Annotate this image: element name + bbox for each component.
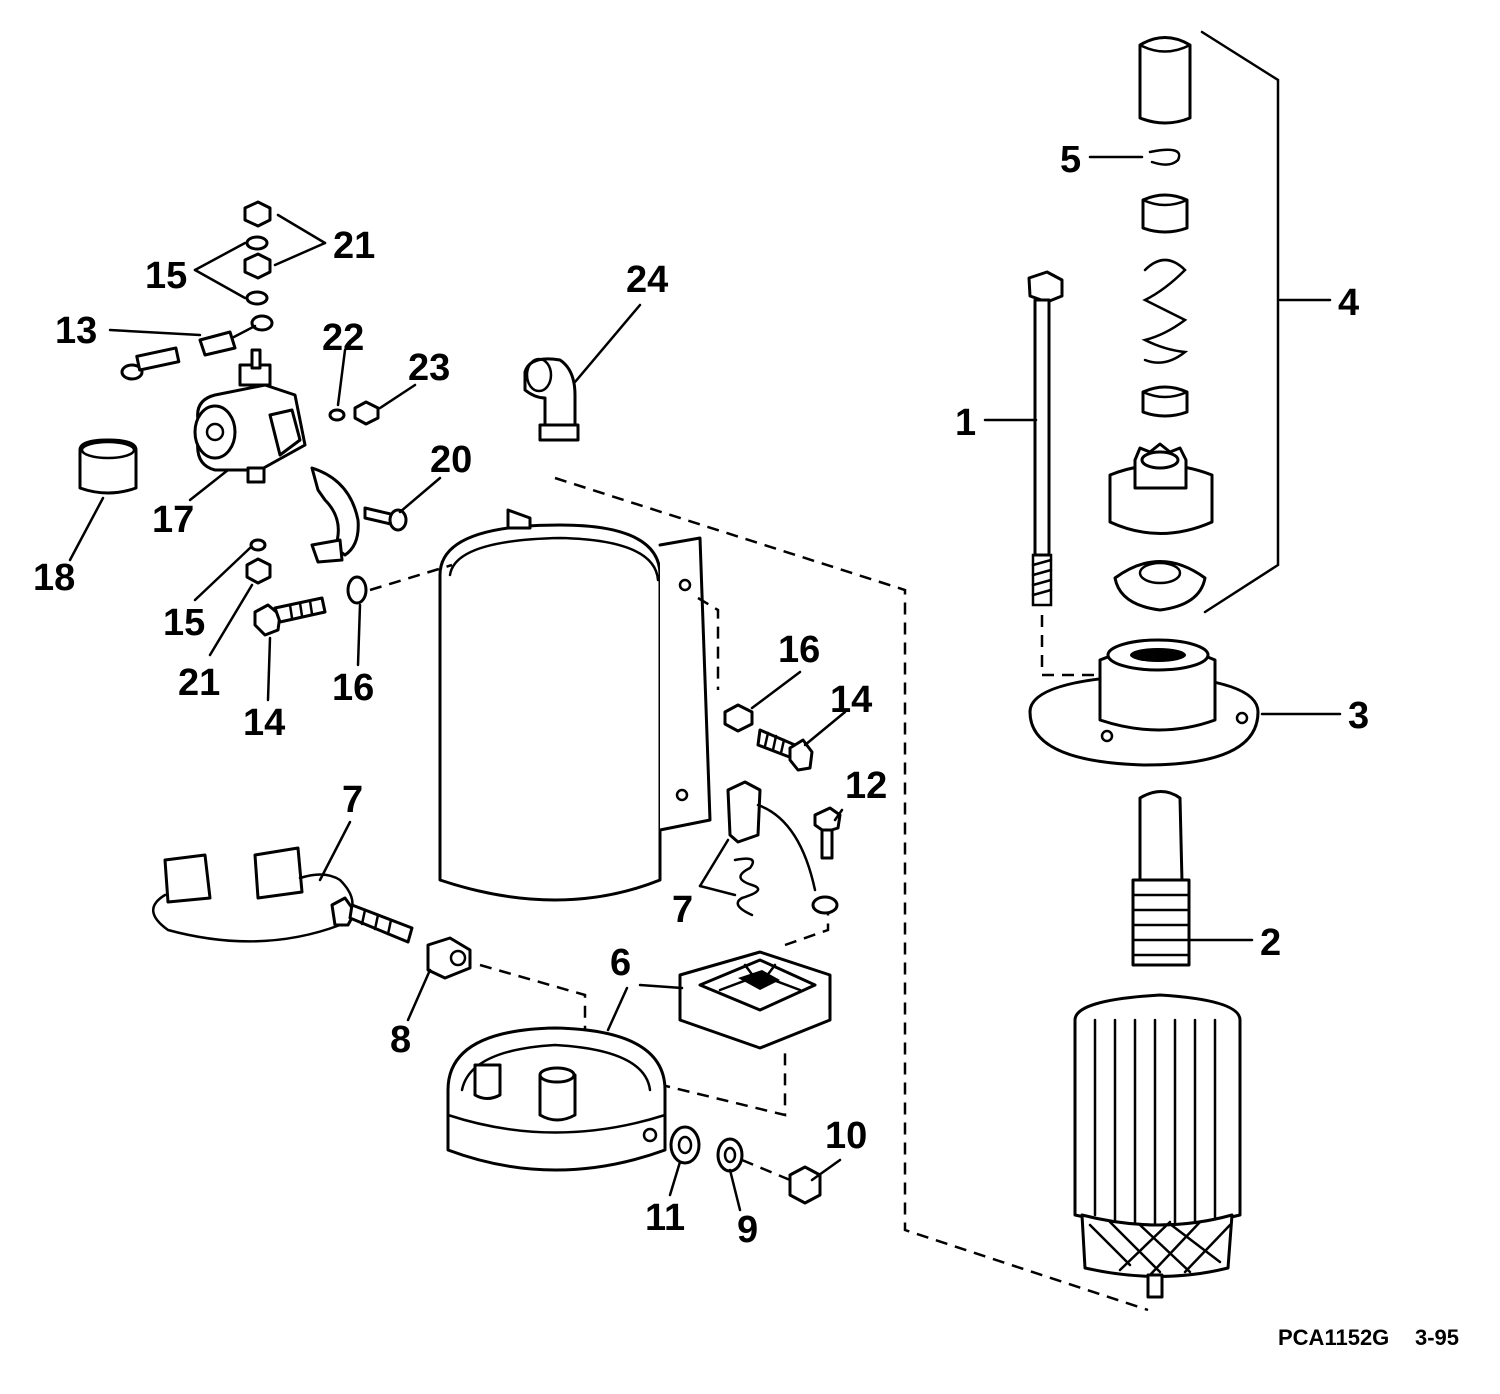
callout-4: 4 [1338,282,1359,324]
armature [1073,790,1242,1299]
callout-9: 9 [737,1209,758,1251]
callout-20: 20 [430,439,472,481]
callout-11: 11 [645,1197,685,1239]
washer-16-left [346,575,368,605]
callout-5: 5 [1060,139,1081,181]
brush-plate [678,950,832,1050]
callout-12: 12 [845,765,887,807]
nut-10 [788,1165,822,1205]
bolt-14-right [756,728,814,772]
callout-15-top: 15 [145,255,187,297]
commutator-end-cap [446,1026,667,1172]
washer-22 [328,408,346,422]
strap-bracket [310,466,360,564]
washer-9 [716,1137,744,1173]
drive-end-cap [1028,638,1260,767]
callout-8: 8 [390,1019,411,1061]
bracket-8 [426,936,472,980]
callout-21-top: 21 [333,225,375,267]
washer-15-lower [249,538,267,552]
callout-22: 22 [322,317,364,359]
nut-23 [353,400,380,426]
callout-14-right: 14 [830,679,872,721]
hose-elbow [523,357,580,442]
callout-13: 13 [55,310,97,352]
callout-14-left: 14 [243,702,285,744]
callout-labels: 1 2 3 4 5 6 7 7 8 9 10 11 12 13 14 14 15… [33,139,1369,1251]
screw-12 [813,806,842,860]
starter-frame [438,508,712,902]
nut-21-lower [245,557,272,585]
callout-23: 23 [408,347,450,389]
callout-21-lower: 21 [178,662,220,704]
solenoid [193,348,307,484]
callout-24: 24 [626,259,668,301]
callout-7-left: 7 [342,779,363,821]
thru-bolt [1027,270,1064,607]
nut-16-right [723,703,754,733]
cable-lead [120,314,274,381]
brush-assembly-left [152,846,414,944]
brush-lead-right [726,780,839,917]
nut-washer-stack [243,200,272,306]
callout-1: 1 [955,402,976,444]
drawing-date: 3-95 [1415,1325,1459,1350]
clamp-ring [78,438,138,495]
callout-18: 18 [33,557,75,599]
callout-10: 10 [825,1115,867,1157]
washer-11 [669,1125,701,1165]
callout-6: 6 [610,942,631,984]
callout-15-lower: 15 [163,602,205,644]
callout-3: 3 [1348,695,1369,737]
leader-lines [68,155,1342,1212]
callout-2: 2 [1260,922,1281,964]
callout-7-right: 7 [672,889,693,931]
callout-17: 17 [152,499,194,541]
drawing-code: PCA1152G [1278,1325,1389,1350]
callout-16-left: 16 [332,667,374,709]
drive-assembly [1108,36,1214,612]
bolt-14-left [253,596,327,637]
screw-20 [363,506,408,532]
callout-16-right: 16 [778,629,820,671]
